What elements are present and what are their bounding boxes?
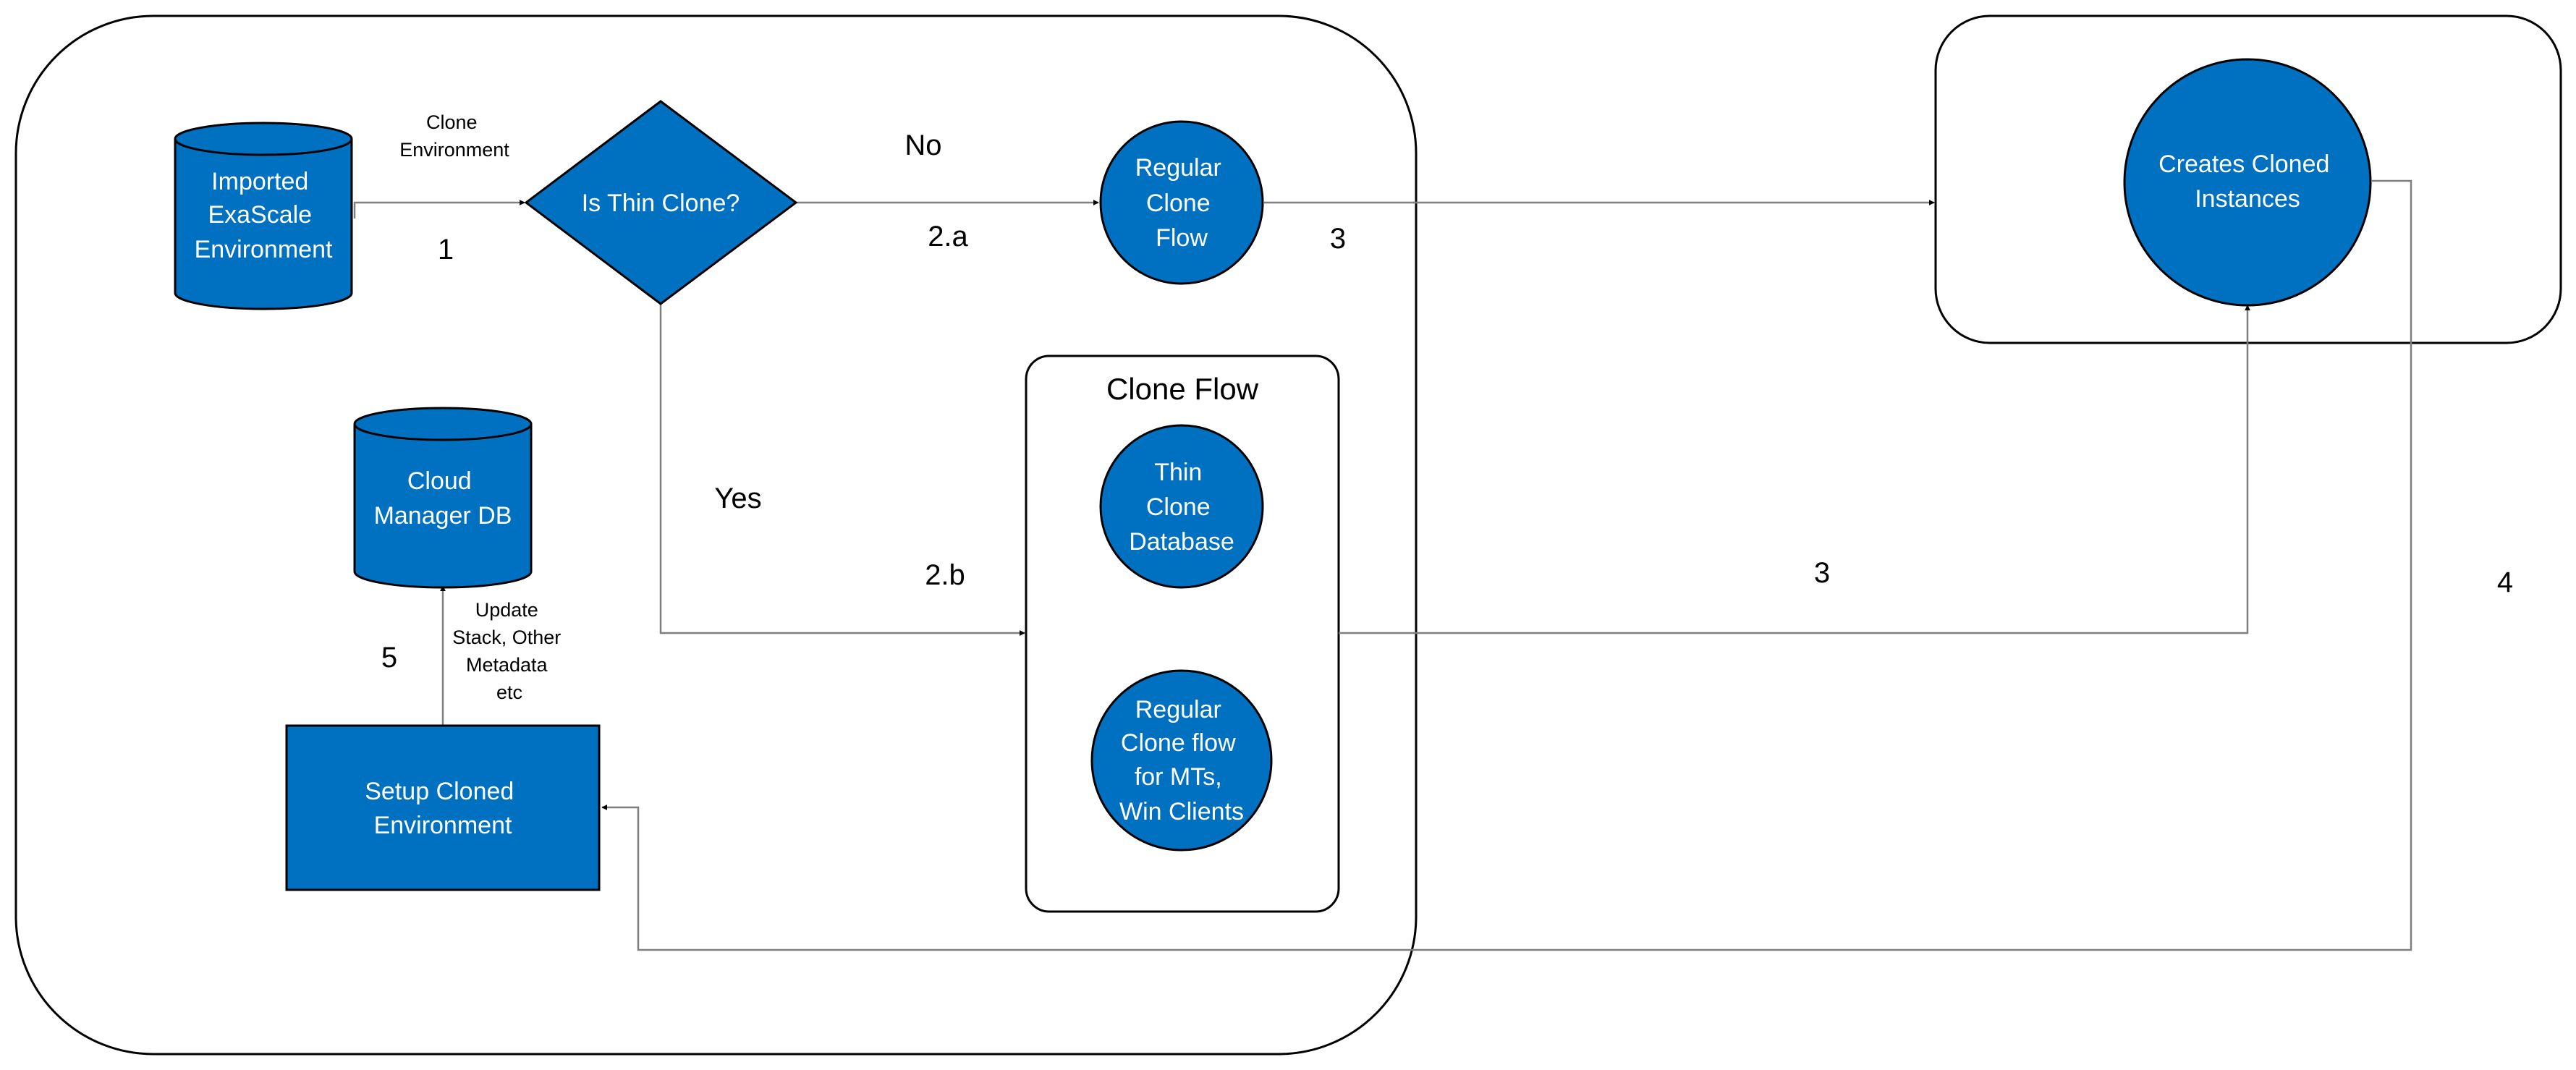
mts-line-4: Win Clients bbox=[1119, 798, 1244, 825]
setup-line-1: Setup Cloned bbox=[365, 778, 514, 805]
creates-line-2: Instances bbox=[2195, 185, 2300, 213]
edge-creates-to-setup bbox=[601, 179, 2412, 951]
step-5-label: 5 bbox=[381, 642, 397, 674]
mts-line-2: Clone flow bbox=[1121, 729, 1236, 757]
step-4-label: 4 bbox=[2497, 566, 2513, 598]
svg-text:Cloud Manager DB: Cloud Manager DB bbox=[374, 467, 512, 530]
yes-label: Yes bbox=[714, 483, 761, 514]
edge-imported-to-decision bbox=[353, 200, 525, 218]
update-stack-label: Update Stack, Other Metadata etc bbox=[452, 599, 567, 703]
svg-text:Regular Clone flow: Regular Clone flow for MTs, Win Clients bbox=[1119, 696, 1244, 825]
clouddb-line-2: Manager DB bbox=[374, 502, 512, 530]
svg-text:Creates Cloned Instances: Creates Cloned Instances bbox=[2158, 150, 2336, 213]
thin-clone-line-3: Database bbox=[1129, 528, 1234, 556]
creates-cloned-instances-node: Creates Cloned Instances bbox=[2123, 58, 2372, 307]
edge-cloneflow-to-creates bbox=[1339, 305, 2250, 634]
regular-clone-flow-node: Regular Clone Flow bbox=[1099, 120, 1264, 285]
clone-environment-label: Clone Environment bbox=[399, 111, 509, 161]
regular-flow-line-3: Flow bbox=[1156, 224, 1208, 252]
thin-clone-line-2: Clone bbox=[1146, 493, 1211, 521]
svg-text:Imported ExaScale: Imported ExaScale Environment bbox=[195, 168, 333, 263]
thin-clone-database-node: Thin Clone Database bbox=[1099, 424, 1264, 589]
main-environment-container bbox=[14, 14, 1418, 1056]
step-1-label: 1 bbox=[438, 234, 454, 266]
mts-line-1: Regular bbox=[1135, 696, 1221, 723]
cloud-manager-db-node: Cloud Manager DB bbox=[353, 407, 533, 589]
no-label: No bbox=[904, 129, 941, 161]
is-thin-clone-decision: Is Thin Clone? bbox=[524, 100, 798, 305]
decision-label: Is Thin Clone? bbox=[582, 190, 740, 217]
imported-env-line-2: ExaScale bbox=[208, 201, 312, 229]
edge-decision-yes-to-cloneflow bbox=[659, 304, 1025, 636]
setup-cloned-environment-node: Setup Cloned Environment bbox=[285, 724, 601, 891]
clone-flow-title: Clone Flow bbox=[1106, 372, 1259, 406]
svg-text:Setup Cloned Environment: Setup Cloned Environment bbox=[365, 778, 521, 839]
imported-env-line-1: Imported bbox=[211, 168, 308, 195]
imported-exascale-env-node: Imported ExaScale Environment bbox=[174, 122, 353, 310]
regular-clone-flow-mts-node: Regular Clone flow for MTs, Win Clients bbox=[1090, 669, 1273, 852]
step-2b-label: 2.b bbox=[925, 559, 965, 591]
step-3-mid-label: 3 bbox=[1814, 557, 1830, 589]
svg-text:Regular Clone Flow: Regular Clone Flow bbox=[1135, 154, 1229, 252]
regular-flow-line-1: Regular bbox=[1135, 154, 1221, 182]
svg-text:Thin Clone Databas: Thin Clone Database bbox=[1129, 459, 1234, 556]
step-3-top-label: 3 bbox=[1330, 223, 1346, 255]
step-2a-label: 2.a bbox=[928, 221, 968, 252]
creates-line-1: Creates Cloned bbox=[2158, 150, 2329, 178]
thin-clone-line-1: Thin bbox=[1154, 459, 1202, 486]
regular-flow-line-2: Clone bbox=[1146, 190, 1211, 217]
mts-line-3: for MTs, bbox=[1135, 763, 1222, 791]
imported-env-line-3: Environment bbox=[195, 236, 333, 263]
setup-line-2: Environment bbox=[374, 812, 512, 839]
clouddb-line-1: Cloud bbox=[407, 467, 472, 495]
